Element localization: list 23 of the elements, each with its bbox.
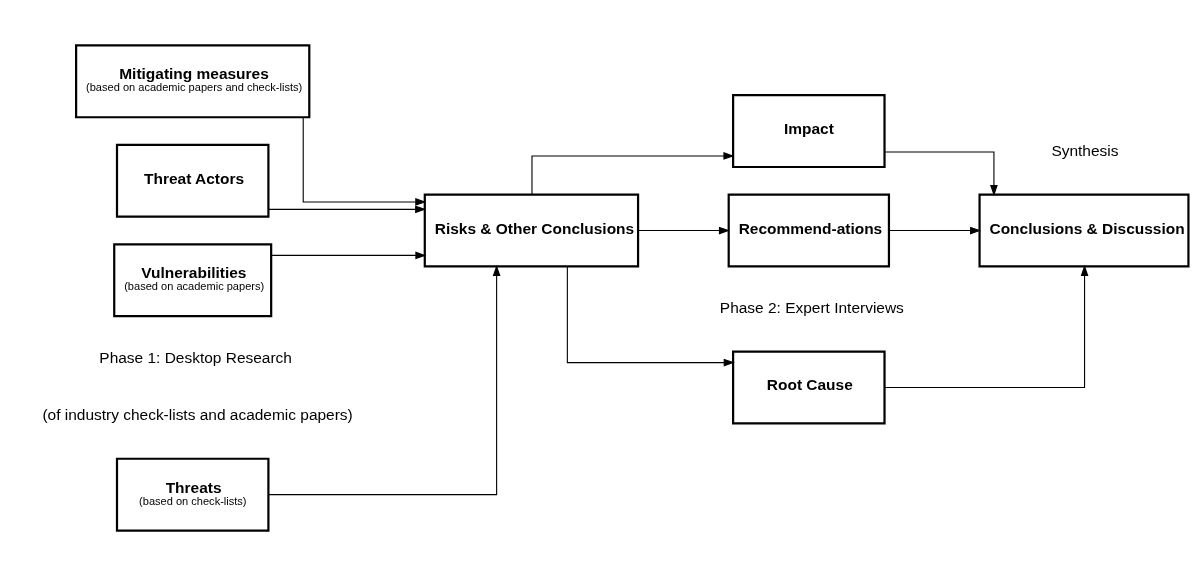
- node-box: Risks & Other Conclusions: [423, 193, 640, 268]
- arrow: [637, 226, 730, 235]
- arrow: [884, 151, 998, 197]
- arrow: [566, 266, 735, 367]
- node-box: Mitigating measures (based on academic papers and check-lists): [75, 44, 311, 119]
- node-box: Conclusions & Discussion: [978, 193, 1190, 268]
- label: Phase 1: Desktop Research: [99, 348, 292, 366]
- node-box: Vulnerabilities (based on academic papers): [113, 243, 273, 318]
- node-box: Root Cause: [732, 350, 886, 425]
- arrow: [302, 116, 427, 206]
- arrow: [531, 152, 735, 196]
- label: (of industry check-lists and academic papers): [42, 406, 353, 424]
- node-box: Threat Actors: [115, 143, 270, 218]
- arrow: [883, 264, 1089, 388]
- arrow: [270, 251, 427, 260]
- node-box: Threats (based on check-lists): [115, 457, 270, 532]
- node-box: Impact: [732, 94, 886, 169]
- arrow: [268, 205, 427, 214]
- arrow: [888, 226, 982, 235]
- arrow: [268, 265, 501, 496]
- label: Phase 2: Expert Interviews: [719, 299, 904, 317]
- label: Synthesis: [1051, 142, 1119, 160]
- node-box: Recommend-ations: [727, 193, 891, 268]
